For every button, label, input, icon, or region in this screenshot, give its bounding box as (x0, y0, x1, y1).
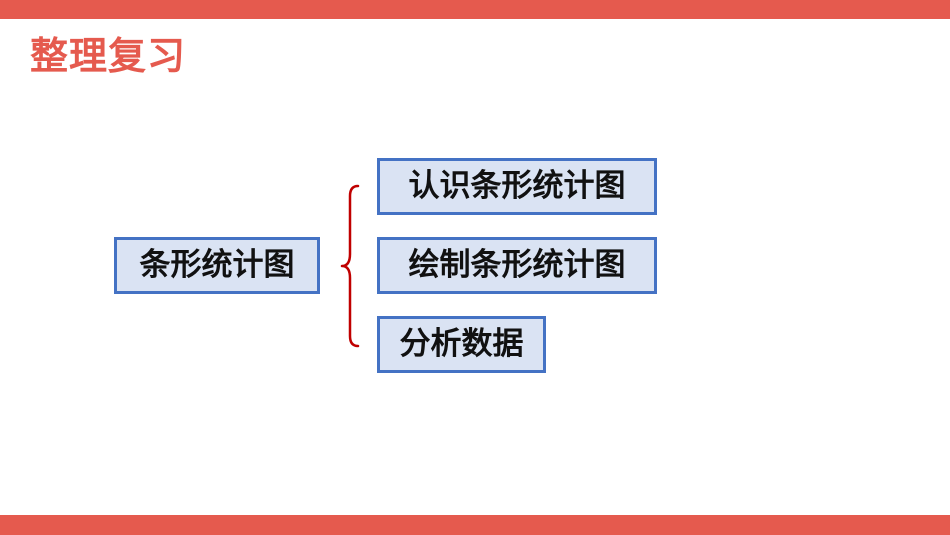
subtopic-box-3: 分析数据 (377, 316, 546, 373)
top-accent-bar (0, 0, 950, 19)
subtopic-label-1: 认识条形统计图 (408, 168, 626, 204)
bottom-accent-bar (0, 515, 950, 535)
subtopic-label-2: 绘制条形统计图 (408, 247, 626, 283)
subtopic-box-1: 认识条形统计图 (377, 158, 657, 215)
subtopic-box-2: 绘制条形统计图 (377, 237, 657, 294)
curly-brace (340, 184, 360, 348)
main-topic-label: 条形统计图 (139, 247, 295, 283)
subtopic-label-3: 分析数据 (399, 326, 524, 362)
slide-title: 整理复习 (30, 34, 187, 78)
main-topic-box: 条形统计图 (114, 237, 320, 294)
